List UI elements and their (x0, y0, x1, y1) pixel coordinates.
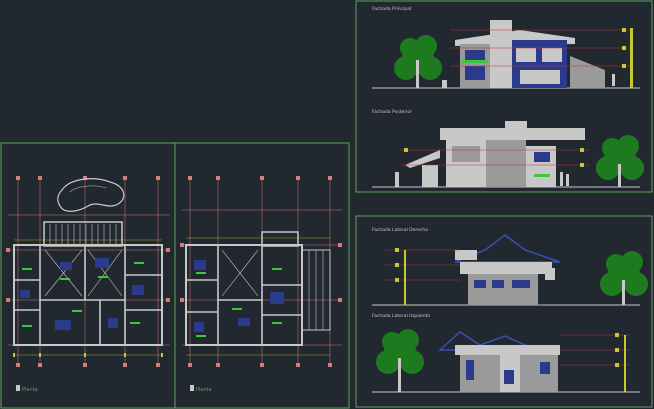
level-markers (615, 333, 626, 392)
grid-bubbles (180, 176, 342, 367)
tree-trunk (618, 164, 621, 187)
window (512, 280, 530, 288)
sheet-frame (355, 215, 653, 408)
plan-1-label[interactable]: Planta (22, 387, 38, 393)
person (612, 74, 615, 86)
roof-tank (505, 121, 527, 131)
level-marks (400, 149, 590, 166)
side-canopy (405, 150, 440, 168)
dimension-lines (14, 239, 162, 356)
sheet-frame (355, 0, 653, 193)
dimension-ticks (13, 353, 163, 357)
elevation-sheet-bottom[interactable]: Fachada Lateral Derecha Fachada Lateral … (355, 215, 653, 408)
terrace-hatch (49, 224, 117, 244)
rear-elevation-title[interactable]: Fachada Posterior (372, 109, 412, 115)
wall-block (520, 355, 558, 392)
plan-2-label[interactable]: Planta (196, 387, 212, 393)
dimension-lines (186, 237, 330, 356)
dog (442, 80, 447, 88)
tree-trunk (416, 60, 419, 88)
pool-inner (69, 185, 107, 193)
level-marks (450, 29, 630, 67)
window (516, 48, 536, 62)
terrace[interactable] (43, 221, 123, 247)
tree-trunk (398, 358, 401, 392)
grid-bubbles (6, 176, 170, 367)
plan-exterior-wall[interactable] (13, 244, 163, 346)
interior-walls (186, 245, 302, 345)
person (560, 172, 563, 186)
window (465, 50, 485, 60)
roof-slab[interactable] (440, 128, 585, 140)
window (465, 66, 485, 80)
furniture (20, 258, 144, 330)
planter (534, 174, 550, 177)
interior-walls (14, 245, 162, 345)
garage-door[interactable] (520, 70, 560, 84)
window (466, 360, 474, 380)
person (566, 174, 569, 186)
tree-trunk (622, 280, 625, 305)
level-markers (404, 148, 584, 167)
window (492, 280, 504, 288)
open-to-below (221, 249, 259, 297)
elevation-sheet-top[interactable]: Fachada Principal Fachada Posterior (355, 0, 653, 193)
person (395, 172, 399, 187)
pool-outline[interactable] (57, 178, 125, 212)
title-marker (16, 385, 20, 391)
tower[interactable] (490, 20, 512, 88)
wall-block (422, 165, 438, 187)
roof-tank (455, 250, 477, 260)
balcony (545, 268, 555, 280)
slab (455, 345, 560, 355)
right-elevation-title[interactable]: Fachada Lateral Derecha (372, 227, 428, 233)
plan-sheet-1[interactable]: Planta (0, 142, 176, 409)
slab (460, 262, 552, 274)
room-tags (196, 268, 282, 337)
level-markers (395, 248, 406, 305)
open-to-below (44, 249, 123, 297)
garage-hatch (308, 250, 324, 330)
wall-block (486, 140, 526, 187)
window (474, 280, 486, 288)
sheet-frame (174, 142, 350, 409)
plan-sheet-2[interactable]: Planta (174, 142, 350, 409)
wall-block (468, 274, 538, 305)
side-roof (570, 56, 605, 88)
level-markers (622, 28, 633, 88)
window (540, 362, 550, 374)
window (504, 370, 514, 384)
window (452, 146, 480, 162)
room-tags (22, 262, 144, 327)
title-marker (190, 385, 194, 391)
level-marks (560, 334, 630, 366)
front-elevation-title[interactable]: Fachada Principal (372, 6, 411, 12)
furniture (194, 260, 284, 332)
balcony[interactable] (261, 231, 299, 247)
planter (462, 60, 488, 63)
window (542, 48, 562, 62)
window (534, 152, 550, 162)
left-elevation-title[interactable]: Fachada Lateral Izquierda (372, 313, 430, 319)
